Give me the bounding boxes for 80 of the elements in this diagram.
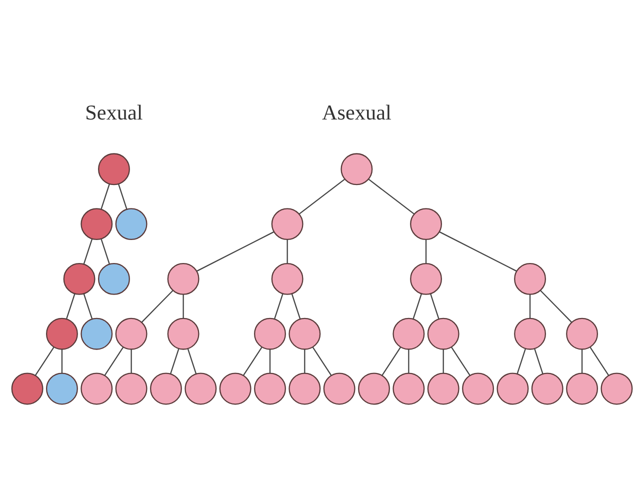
connector xyxy=(141,290,174,322)
connector xyxy=(291,293,301,319)
connector xyxy=(450,346,470,376)
connector xyxy=(368,178,414,214)
node-circle xyxy=(358,372,390,404)
connector xyxy=(430,293,440,319)
connector xyxy=(516,348,526,374)
connector xyxy=(130,348,132,373)
connector xyxy=(242,346,262,376)
node-circle xyxy=(514,262,546,294)
node-circle xyxy=(115,208,148,240)
connector xyxy=(100,183,110,209)
connector xyxy=(304,348,306,373)
node-circle xyxy=(271,208,304,240)
connector xyxy=(274,293,284,319)
connector xyxy=(382,346,402,376)
node-circle xyxy=(80,317,113,350)
node-circle xyxy=(340,152,373,185)
connector xyxy=(170,348,180,374)
connector xyxy=(286,239,288,264)
node-circle xyxy=(254,317,286,350)
node-circle xyxy=(496,372,529,404)
node-circle xyxy=(600,372,633,404)
node-circle xyxy=(98,262,130,294)
connector xyxy=(442,348,444,373)
connector xyxy=(83,238,93,264)
connector xyxy=(412,293,422,319)
connector xyxy=(269,348,271,373)
connector xyxy=(104,346,124,376)
connector xyxy=(34,346,54,376)
node-circle xyxy=(115,372,148,404)
node-circle xyxy=(219,372,252,404)
node-circle xyxy=(11,372,44,404)
node-circle xyxy=(80,372,113,404)
connector xyxy=(187,348,197,374)
node-circle xyxy=(288,317,321,350)
node-circle xyxy=(392,372,425,404)
node-circle xyxy=(167,262,200,294)
node-circle xyxy=(63,262,96,294)
node-circle xyxy=(80,208,113,240)
connector xyxy=(534,348,544,374)
node-circle xyxy=(427,372,460,404)
node-circle xyxy=(427,317,460,350)
node-circle xyxy=(288,372,321,404)
node-circle xyxy=(150,372,182,404)
connector xyxy=(540,290,572,322)
connector xyxy=(298,178,345,214)
node-circle xyxy=(566,372,598,404)
node-circle xyxy=(462,372,494,404)
connector xyxy=(439,230,517,272)
node-circle xyxy=(531,372,564,404)
connector xyxy=(312,346,332,376)
node-circle xyxy=(46,372,78,404)
node-circle xyxy=(410,208,442,240)
node-circle xyxy=(254,372,286,404)
node-circle xyxy=(323,372,356,404)
connector xyxy=(590,346,610,376)
label: Sexual xyxy=(85,100,143,124)
node-circle xyxy=(392,317,425,350)
connector xyxy=(425,239,427,264)
node-circle xyxy=(514,317,546,350)
node-circle xyxy=(410,262,442,294)
node-circle xyxy=(46,317,78,350)
connector xyxy=(100,238,110,264)
connector xyxy=(118,183,128,209)
node-circle xyxy=(98,152,130,185)
label: Asexual xyxy=(322,100,392,124)
connector xyxy=(196,230,274,272)
connector xyxy=(61,348,63,373)
connector xyxy=(408,348,410,373)
connector xyxy=(529,294,531,318)
node-circle xyxy=(115,317,148,350)
connector xyxy=(182,294,184,318)
node-circle xyxy=(184,372,217,404)
node-circle xyxy=(167,317,200,350)
connector xyxy=(581,348,583,373)
connector xyxy=(83,293,93,319)
node-circle xyxy=(271,262,304,294)
node-circle xyxy=(566,317,598,350)
connector xyxy=(66,293,76,319)
